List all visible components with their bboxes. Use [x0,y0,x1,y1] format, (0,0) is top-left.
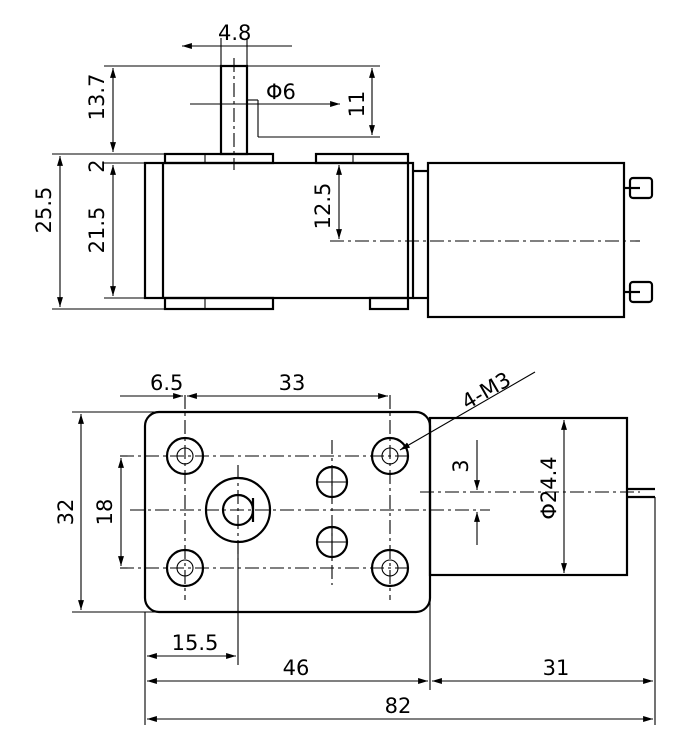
dim-front-body-height: 32 [54,499,78,526]
gearbox-plate [143,410,432,614]
motor-body [426,161,626,319]
top-view: 4.8 Φ6 11 13.7 25.5 2 21.5 12.5 [32,21,654,319]
dim-thread: 4-M3 [458,367,515,414]
dim-total-height: 25.5 [32,187,56,234]
dim-shaft-diameter: Φ6 [266,80,296,104]
dim-hole-spacing-x: 33 [279,371,306,395]
top-flange-right [314,152,410,165]
front-view: 6.5 33 4-M3 32 18 3 Φ24.4 15.5 46 31 [54,367,656,725]
dim-shaft-height: 13.7 [85,74,109,121]
gearbox-body [143,161,415,300]
thread-leader-line [399,371,536,451]
dim-motor-axis-offset: 12.5 [311,183,335,230]
dim-shaft-length: 11 [345,91,369,118]
dim-motor-diameter: Φ24.4 [537,456,561,519]
bottom-flange-left [163,296,275,311]
dim-shaft-offset-x: 15.5 [172,631,219,655]
terminal-top [628,176,654,200]
dim-motor-offset: 3 [449,459,473,472]
dim-total-length: 82 [385,694,412,718]
dim-gearbox-length: 46 [283,656,310,680]
dim-hole-spacing-y: 18 [93,499,117,526]
dim-shaft-width: 4.8 [218,21,251,45]
top-flange-left [163,152,275,165]
dim-body-height: 21.5 [85,207,109,254]
dim-hole-offset-x: 6.5 [150,371,183,395]
motor-body-front [428,416,629,577]
dim-motor-length: 31 [543,656,570,680]
bottom-flange-right [368,296,410,311]
terminal-bottom [628,280,654,304]
dim-flange: 2 [85,159,109,172]
